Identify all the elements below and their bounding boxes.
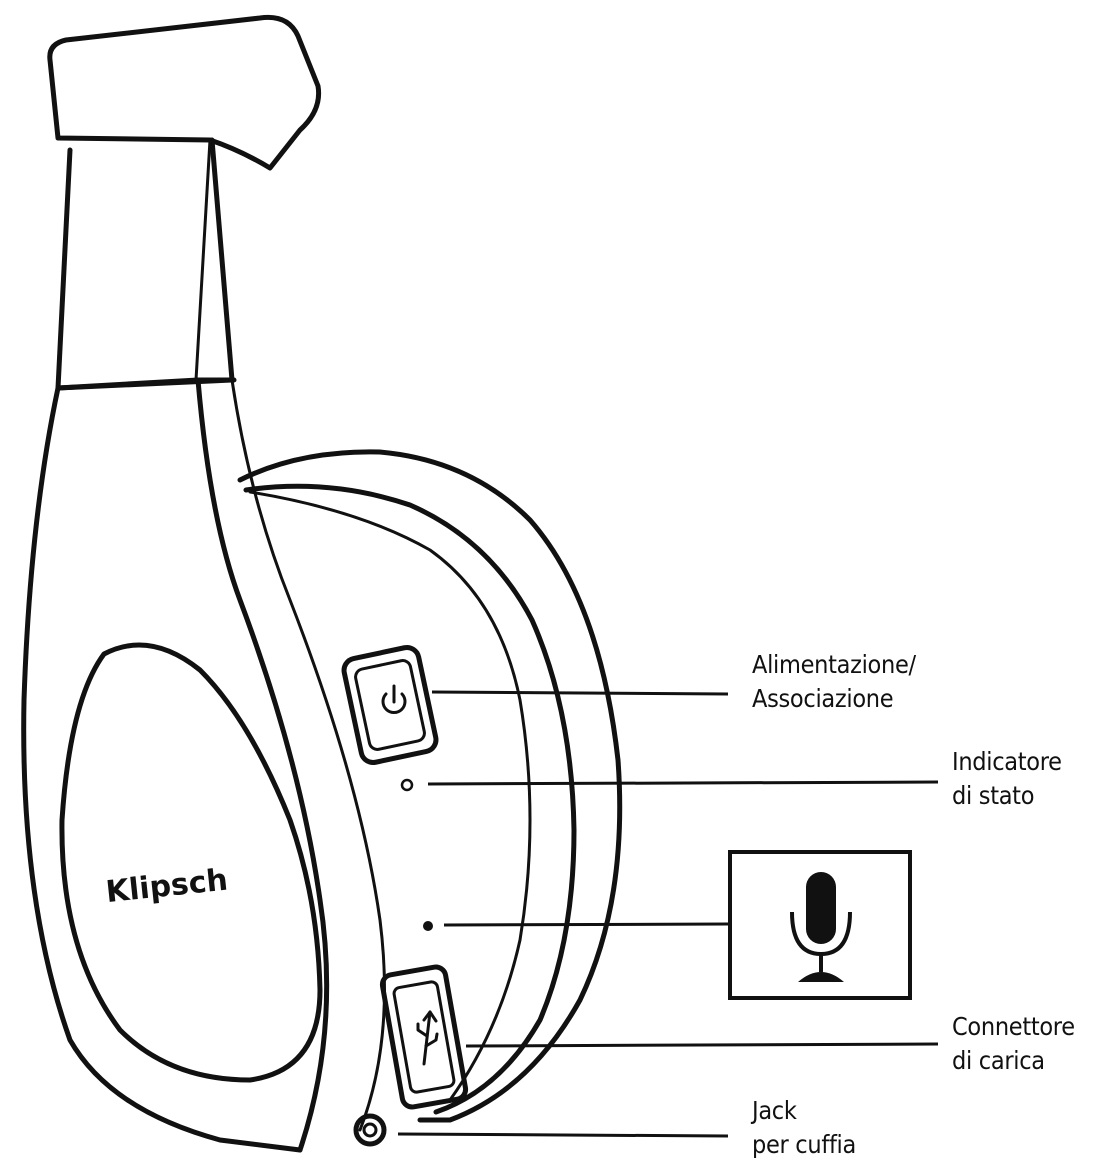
ear-cushion-outer — [237, 449, 623, 1123]
label-charging-connector-line1: Connettore — [952, 1012, 1075, 1041]
headband-inner-edge — [194, 138, 212, 382]
label-status-indicator-line1: Indicatore — [952, 747, 1062, 776]
label-power-pairing: Alimentazione/ Associazione — [752, 648, 916, 716]
label-headphone-jack-line1: Jack — [752, 1096, 797, 1125]
headphone-jack-hole — [362, 1122, 378, 1138]
label-headphone-jack-line2: per cuffia — [752, 1130, 856, 1159]
ear-plate — [59, 642, 323, 1083]
usb-port[interactable] — [379, 964, 469, 1110]
callout-power — [431, 690, 729, 696]
callout-status — [427, 780, 939, 786]
callout-jack — [397, 1132, 729, 1138]
label-charging-connector-line2: di carica — [952, 1046, 1045, 1075]
callout-usb — [465, 1042, 939, 1048]
microphone-icon — [790, 872, 852, 982]
brand-logo: Klipsch — [104, 863, 229, 911]
status-led — [400, 778, 414, 792]
ear-cushion-inner — [243, 483, 577, 1115]
label-power-pairing-line2: Associazione — [752, 684, 894, 713]
headphone-jack[interactable] — [353, 1113, 387, 1147]
yoke-outer — [21, 385, 303, 1153]
mic-hole — [423, 921, 433, 931]
headband-top — [47, 14, 322, 171]
ear-cushion-ridge — [248, 490, 532, 1102]
power-button-inner — [354, 659, 426, 751]
microphone-box — [728, 850, 912, 1000]
usb-port-inner — [392, 980, 456, 1094]
power-icon — [381, 684, 407, 714]
headband-slider-line — [55, 377, 237, 391]
yoke-inner-band — [195, 377, 330, 1153]
label-headphone-jack: Jack per cuffia — [752, 1094, 856, 1162]
usb-icon — [416, 1010, 439, 1066]
label-power-pairing-line1: Alimentazione/ — [752, 650, 916, 679]
yoke-edge — [230, 378, 386, 1132]
label-status-indicator: Indicatore di stato — [952, 745, 1062, 813]
headband-strap — [55, 137, 235, 391]
power-button[interactable] — [341, 644, 439, 766]
callout-mic — [443, 922, 729, 927]
label-status-indicator-line2: di stato — [952, 781, 1035, 810]
label-charging-connector: Connettore di carica — [952, 1010, 1075, 1078]
